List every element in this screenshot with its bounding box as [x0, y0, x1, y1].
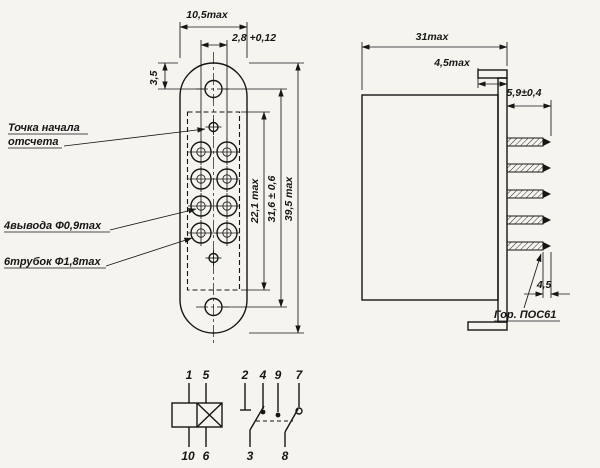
leader-reference-point [63, 127, 206, 147]
dim-flange: 4,5max [433, 57, 471, 69]
pin [506, 163, 552, 173]
schematic-pin-1: 1 [186, 368, 193, 382]
label-reference-point-line1: Точка начала [8, 122, 80, 134]
label-tubes: 6трубок Ф1,8max [4, 256, 102, 268]
flange-tab-bottom [467, 321, 508, 331]
schematic-pin-4: 4 [259, 368, 267, 382]
schematic-pin-6: 6 [203, 449, 210, 463]
leader-solder [523, 253, 542, 309]
side-body-outline [361, 94, 499, 301]
schematic-pin-9: 9 [275, 368, 282, 382]
flange-tab-top [477, 69, 508, 79]
tube [187, 219, 215, 247]
pin [506, 189, 552, 199]
dim-hole-offset: 3,5 [148, 71, 160, 86]
tube [187, 165, 215, 193]
tube [213, 165, 241, 193]
label-reference-point-line2: отсчета [8, 136, 58, 148]
pin [506, 137, 552, 147]
lead-bottom [204, 249, 223, 267]
dim-width: 10,5max [186, 9, 229, 21]
inner-body-dashed-outline [186, 111, 241, 291]
tube [187, 138, 215, 166]
schematic-pin-8: 8 [282, 449, 289, 463]
side-view [361, 69, 552, 331]
dim-hole-pitch: 31,6 ± 0,6 [266, 176, 278, 223]
mounting-flange-plate [497, 77, 508, 323]
schematic: 1 5 2 4 9 7 10 6 3 8 [171, 368, 304, 463]
front-body-outline [179, 62, 248, 334]
armature-a [249, 405, 265, 431]
schematic-pin-5: 5 [203, 368, 210, 382]
coil-diagonal [196, 402, 223, 428]
schematic-pin-2: 2 [241, 368, 249, 382]
open-contact-7 [295, 407, 303, 415]
dim-contact-field: 22,1 max [249, 178, 261, 225]
front-view-callouts: Точка начала отсчета 4вывода Ф0,9max 6тр… [3, 122, 206, 269]
dim-side-width: 31max [416, 31, 450, 43]
pin [506, 215, 552, 225]
leader-leads [109, 208, 197, 231]
label-solder: Гор. ПОС61 [494, 309, 556, 321]
tube [213, 219, 241, 247]
lead-top [204, 118, 223, 136]
dim-pin-pitch: 2,8 +0,12 [231, 32, 276, 44]
side-view-dimensions: 31max 4,5max 5,9±0,4 4,5 Гор. ПОС61 [361, 31, 570, 322]
dim-pin-length: 5,9±0,4 [507, 87, 542, 99]
front-view [179, 52, 248, 344]
schematic-pin-10: 10 [181, 449, 195, 463]
contact-dot-9 [275, 412, 281, 418]
schematic-pin-7: 7 [296, 368, 304, 382]
dim-tip: 4,5 [536, 279, 552, 291]
tube [187, 192, 215, 220]
tube [213, 192, 241, 220]
schematic-pin-3: 3 [247, 449, 254, 463]
dim-total-height: 39,5 max [283, 176, 295, 222]
leader-tubes [105, 237, 193, 267]
pin [506, 241, 552, 251]
label-leads: 4вывода Ф0,9max [3, 220, 102, 232]
tube [213, 138, 241, 166]
front-view-dimensions: 10,5max 2,8 +0,12 3,5 22,1 max 31,6 ± 0,… [148, 9, 304, 334]
